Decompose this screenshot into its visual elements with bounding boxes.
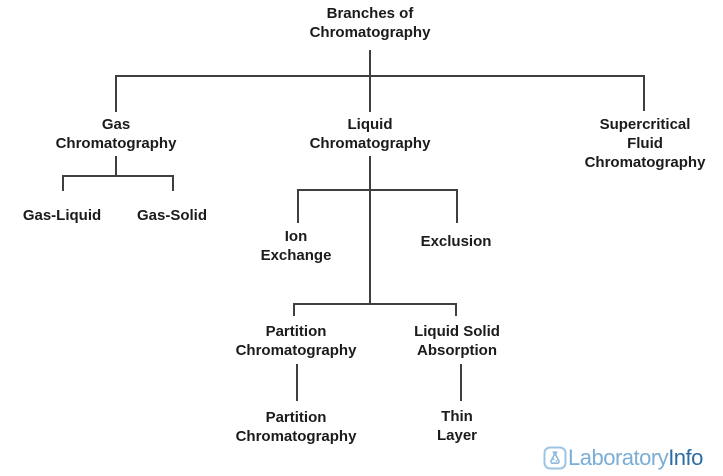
connector (297, 189, 299, 223)
node-partition-chromatography-sub: Partition Chromatography (235, 409, 357, 445)
connector (293, 303, 457, 305)
node-partition-chromatography: Partition Chromatography (235, 323, 357, 359)
connector (455, 303, 457, 316)
node-supercritical-fluid: Supercritical Fluid Chromatography (584, 116, 706, 171)
connector (460, 364, 462, 401)
node-gas-solid: Gas-Solid (136, 207, 208, 224)
connector (643, 75, 645, 111)
laboratoryinfo-logo: LaboratoryInfo (543, 445, 703, 471)
connector (62, 175, 64, 191)
node-gas-chromatography: Gas Chromatography (55, 116, 177, 152)
logo-text-info: Info (668, 445, 703, 470)
connector (369, 50, 371, 112)
connector (369, 156, 371, 305)
connector (296, 364, 298, 401)
logo-text-laboratory: Laboratory (568, 445, 669, 470)
node-liquid-solid-absorption: Liquid Solid Absorption (414, 323, 500, 359)
connector (456, 189, 458, 223)
connector (115, 75, 117, 112)
logo-text: LaboratoryInfo (568, 445, 703, 471)
flask-in-rounded-square-icon (543, 446, 567, 470)
connector (115, 156, 117, 177)
node-thin-layer: Thin Layer (436, 408, 478, 444)
connector (293, 303, 295, 316)
connector (115, 75, 645, 77)
node-liquid-chromatography: Liquid Chromatography (309, 116, 431, 152)
node-branches-title: Branches of Chromatography (309, 5, 431, 41)
connector (297, 189, 458, 191)
connector (62, 175, 174, 177)
node-gas-liquid: Gas-Liquid (22, 207, 102, 224)
node-ion-exchange: Ion Exchange (260, 228, 332, 264)
node-exclusion: Exclusion (420, 233, 492, 250)
connector (172, 175, 174, 191)
